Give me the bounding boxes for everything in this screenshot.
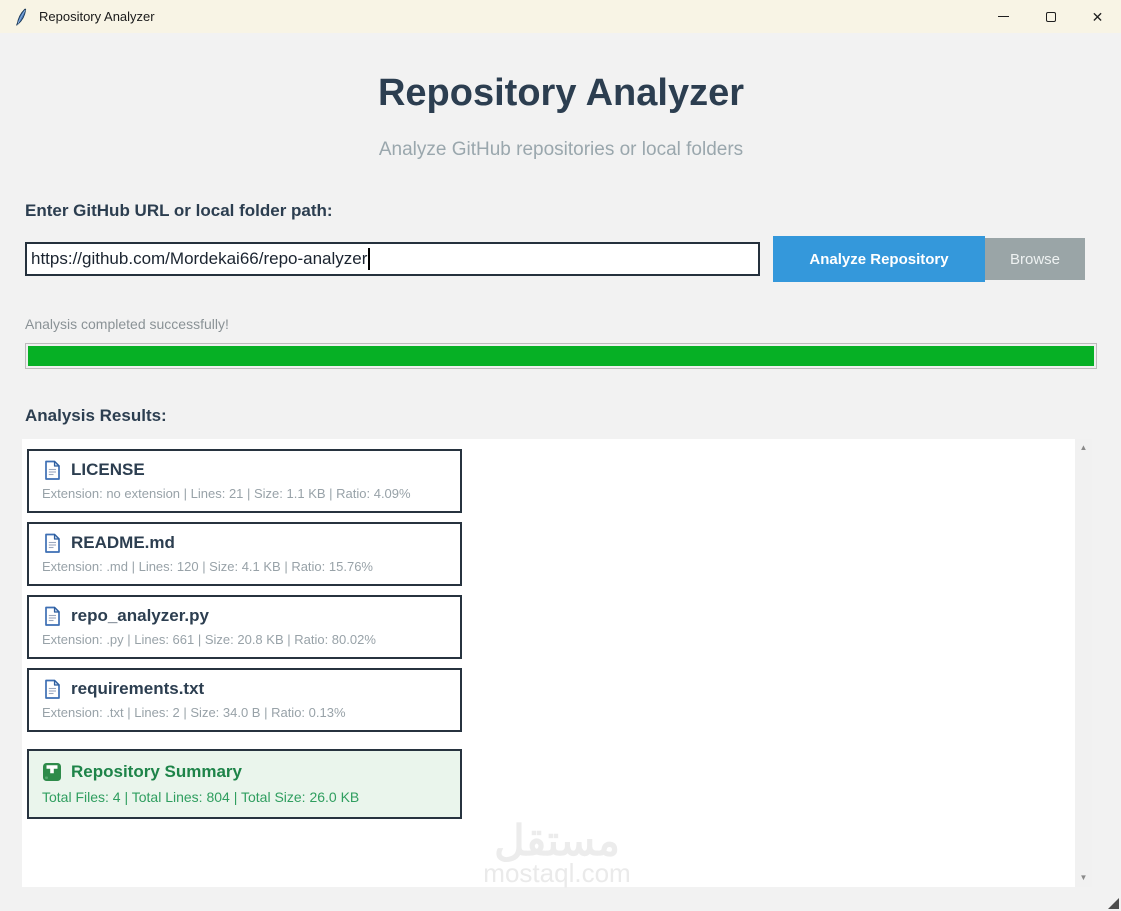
document-icon xyxy=(42,606,62,626)
text-caret xyxy=(368,248,370,270)
window-controls: ✕ xyxy=(980,0,1121,33)
file-card-title-row: requirements.txt xyxy=(42,679,447,699)
url-input-value: https://github.com/Mordekai66/repo-analy… xyxy=(31,249,368,268)
maximize-button[interactable] xyxy=(1027,0,1074,33)
file-card-title-row: LICENSE xyxy=(42,460,447,480)
minimize-icon xyxy=(998,16,1009,17)
file-card-title-row: README.md xyxy=(42,533,447,553)
file-card: README.md Extension: .md | Lines: 120 | … xyxy=(27,522,462,586)
watermark: مستقل mostaql.com xyxy=(483,817,631,888)
file-card: repo_analyzer.py Extension: .py | Lines:… xyxy=(27,595,462,659)
summary-meta: Total Files: 4 | Total Lines: 804 | Tota… xyxy=(42,789,360,805)
document-icon xyxy=(42,460,62,480)
package-icon xyxy=(42,762,62,782)
file-card: requirements.txt Extension: .txt | Lines… xyxy=(27,668,462,732)
file-name: requirements.txt xyxy=(71,679,205,698)
summary-title-row: Repository Summary xyxy=(42,762,447,782)
file-meta: Extension: .md | Lines: 120 | Size: 4.1 … xyxy=(42,559,373,574)
file-card-list: LICENSE Extension: no extension | Lines:… xyxy=(22,439,1092,732)
scroll-down-icon[interactable]: ▼ xyxy=(1079,873,1088,882)
maximize-icon xyxy=(1045,11,1056,22)
watermark-arabic: مستقل xyxy=(494,817,620,864)
file-name: LICENSE xyxy=(71,460,145,479)
file-name: repo_analyzer.py xyxy=(71,606,209,625)
results-area: مستقل mostaql.com xyxy=(22,439,1092,887)
results-heading: Analysis Results: xyxy=(25,406,167,425)
document-icon xyxy=(42,679,62,699)
file-meta: Extension: no extension | Lines: 21 | Si… xyxy=(42,486,411,501)
watermark-latin: mostaql.com xyxy=(483,858,631,888)
browse-button[interactable]: Browse xyxy=(985,238,1085,280)
titlebar: Repository Analyzer ✕ xyxy=(0,0,1121,33)
input-row: https://github.com/Mordekai66/repo-analy… xyxy=(25,236,1097,282)
close-icon: ✕ xyxy=(1091,8,1104,25)
analyze-repository-button[interactable]: Analyze Repository xyxy=(773,236,985,282)
window-title: Repository Analyzer xyxy=(39,9,155,24)
resize-grip[interactable] xyxy=(1108,898,1119,909)
page-title: Repository Analyzer xyxy=(377,72,745,114)
tk-feather-icon xyxy=(13,8,29,26)
main-content: Repository Analyzer Analyze GitHub repos… xyxy=(0,71,1121,887)
file-card-title-row: repo_analyzer.py xyxy=(42,606,447,626)
repository-summary-card: Repository Summary Total Files: 4 | Tota… xyxy=(27,749,462,819)
page-subtitle: Analyze GitHub repositories or local fol… xyxy=(378,139,744,160)
scroll-up-icon[interactable]: ▲ xyxy=(1079,443,1088,452)
close-button[interactable]: ✕ xyxy=(1074,0,1121,33)
file-card: LICENSE Extension: no extension | Lines:… xyxy=(27,449,462,513)
file-meta: Extension: .txt | Lines: 2 | Size: 34.0 … xyxy=(42,705,346,720)
minimize-button[interactable] xyxy=(980,0,1027,33)
summary-title: Repository Summary xyxy=(71,762,242,781)
file-name: README.md xyxy=(71,533,175,552)
status-text: Analysis completed successfully! xyxy=(25,316,229,332)
url-input[interactable]: https://github.com/Mordekai66/repo-analy… xyxy=(25,242,760,276)
progress-bar xyxy=(25,343,1097,369)
document-icon xyxy=(42,533,62,553)
results-scrollbar[interactable]: ▲ ▼ xyxy=(1075,439,1092,887)
file-meta: Extension: .py | Lines: 661 | Size: 20.8… xyxy=(42,632,376,647)
progress-bar-fill xyxy=(28,346,1094,366)
url-input-label: Enter GitHub URL or local folder path: xyxy=(25,201,333,220)
summary-card-holder: Repository Summary Total Files: 4 | Tota… xyxy=(22,749,1092,819)
